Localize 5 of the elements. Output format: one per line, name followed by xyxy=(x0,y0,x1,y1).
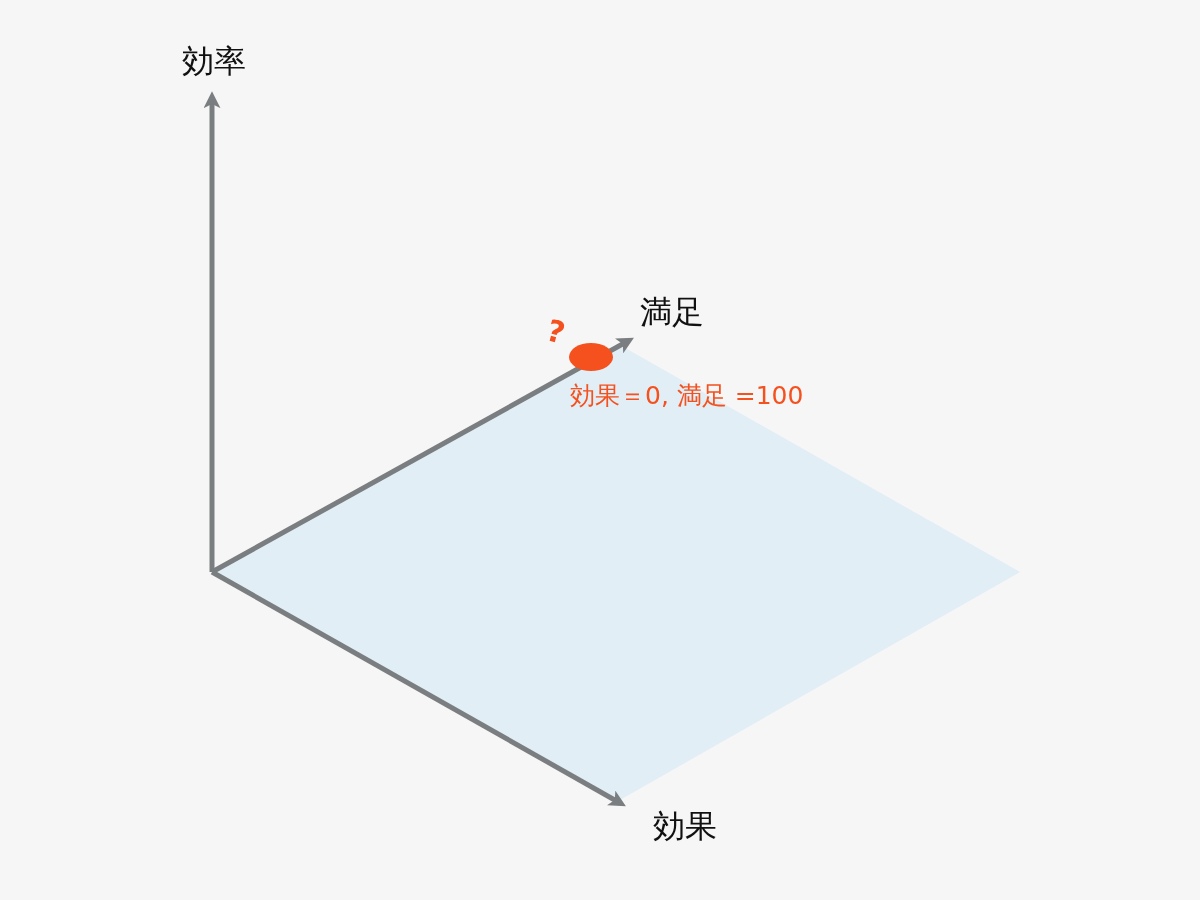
question-mark: ? xyxy=(543,315,568,349)
value-label: 効果＝0, 満足 =100 xyxy=(570,383,804,408)
axis-label: 効率 xyxy=(182,45,246,77)
axis-label: 満足 xyxy=(640,296,704,328)
axis-label: 効果 xyxy=(653,810,717,842)
